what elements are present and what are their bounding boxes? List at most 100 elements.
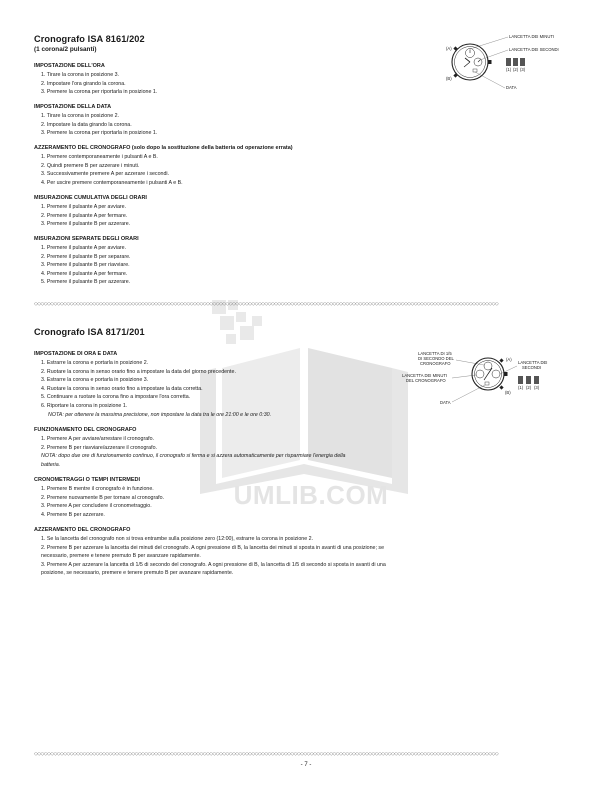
section-ora-data-8171: IMPOSTAZIONE DI ORA E DATA 1. Estrarre l… [34, 350, 414, 419]
section-heading: IMPOSTAZIONE DELLA DATA [34, 104, 112, 110]
section-divider: ◇◇◇◇◇◇◇◇◇◇◇◇◇◇◇◇◇◇◇◇◇◇◇◇◇◇◇◇◇◇◇◇◇◇◇◇◇◇◇◇… [34, 302, 499, 307]
section-heading: IMPOSTAZIONE DELL'ORA [34, 63, 105, 69]
label-seconds-1: LANCETTA DEI [518, 360, 547, 365]
minutes-subdial [465, 48, 475, 58]
section-heading: CRONOMETRAGGI O TEMPI INTERMEDI [34, 477, 141, 483]
section-heading: FUNZIONAMENTO DEL CRONOGRAFO [34, 427, 137, 433]
watch-dial-outline [454, 46, 486, 78]
list-item: 6. Riportare la corona in posizione 1. NO… [34, 402, 414, 419]
page-title-8171: Cronografo ISA 8171/201 [34, 327, 145, 337]
list-item: 5. Continuare a ruotare la corona fino a… [41, 394, 191, 401]
note-text: NOTA: dopo due ore di funzionamento cont… [41, 453, 346, 468]
label-seconds-2: SECONDI [522, 365, 541, 370]
pusher-b-icon [499, 385, 504, 390]
label-sec-cron-2: DI SECONDO DEL [418, 356, 455, 361]
section-ora-8161: IMPOSTAZIONE DELL'ORA 1. Tirare la coron… [34, 62, 454, 97]
list-item: 3. Premere la corona per riportarla in p… [41, 89, 158, 96]
label-a: (A) [446, 46, 452, 51]
pos-1-label: (1) [518, 385, 524, 390]
subdial-left [475, 369, 485, 379]
list-item: 5. Premere il pulsante B per azzerare. [41, 279, 131, 286]
crown-position-1 [506, 58, 511, 66]
section-divider: ◇◇◇◇◇◇◇◇◇◇◇◇◇◇◇◇◇◇◇◇◇◇◇◇◇◇◇◇◇◇◇◇◇◇◇◇◇◇◇◇… [34, 752, 499, 757]
crown-position-2 [513, 58, 518, 66]
list-item: 2. Premere il pulsante A per fermare. [41, 212, 128, 219]
list-item: 3. Premere la corona per riportarla in p… [41, 130, 158, 137]
label-b: (B) [505, 390, 511, 395]
list-item-text: 6. Riportare la corona in posizione 1. [41, 402, 128, 409]
subdial-right [491, 369, 501, 379]
list-item: 1. Estrarre la corona e portarla in posi… [41, 360, 149, 366]
list-item: 3. Estrarre la corona e portarla in posi… [41, 377, 149, 384]
list-item: 4. Ruotare la corona in senso orario fin… [41, 385, 203, 392]
date-window [484, 381, 490, 386]
list-item: 3. Premere il pulsante B per riavviare. [41, 262, 130, 269]
list-item: 4. Per uscire premere contemporaneamente… [41, 179, 183, 186]
date-window [472, 68, 478, 73]
crown-position-3 [520, 58, 525, 66]
section-funzionamento-8171: FUNZIONAMENTO DEL CRONOGRAFO 1. Premere … [34, 426, 364, 469]
subtitle-8161: (1 corona/2 pulsanti) [34, 46, 97, 53]
list-item-text: 2. Premere B per riavviare/azzerare il c… [41, 444, 157, 451]
label-date: DATA [440, 400, 451, 405]
label-b: (B) [446, 76, 452, 81]
section-cumulativa-8161: MISURAZIONE CUMULATIVA DEGLI ORARI 1. Pr… [34, 194, 454, 229]
subdial-top [483, 361, 493, 371]
list-item: 3. Premere il pulsante B per azzerare. [41, 221, 131, 228]
list-item: 2. Ruotare la corona in senso orario fin… [41, 368, 236, 375]
list-item: 2. Premere nuovamente B per tornare al c… [41, 494, 165, 501]
crown-position-2 [526, 376, 531, 384]
label-sec-cron-1: LANCETTA DI 1/5 [418, 351, 452, 356]
watch-dial-outline [474, 360, 502, 388]
watch-diagram-8171: (A) (B) LANCETTA DI 1/5 DI SECONDO DEL C… [402, 351, 547, 405]
section-heading: AZZERAMENTO DEL CRONOGRAFO [34, 527, 131, 533]
label-minutes-hand: LANCETTA DEI MINUTI [509, 34, 554, 39]
section-heading: MISURAZIONE CUMULATIVA DEGLI ORARI [34, 195, 147, 201]
list-item: 3. Successivamente premere A per azzerar… [41, 171, 170, 178]
section-data-8161: IMPOSTAZIONE DELLA DATA 1. Tirare la cor… [34, 103, 454, 138]
watch-diagram-8161: (A) (B) LANCETTA DEI MINUTI LANCETTA DEI… [446, 34, 559, 90]
pos-3-label: (3) [534, 385, 540, 390]
list-item: 1. Tirare la corona in posizione 2. [41, 113, 120, 119]
list-item: 1. Premere A per avviare/arrestare il cr… [41, 436, 155, 442]
section-separate-8161: MISURAZIONI SEPARATE DEGLI ORARI 1. Prem… [34, 235, 454, 287]
crown-position-3 [534, 376, 539, 384]
pusher-a-icon [499, 358, 504, 363]
section-heading: MISURAZIONI SEPARATE DEGLI ORARI [34, 236, 139, 242]
list-item: 1. Se la lancetta del cronografo non si … [41, 536, 314, 542]
label-seconds-hand: LANCETTA DEI SECONDI [509, 47, 559, 52]
label-date: DATA [506, 85, 517, 90]
section-azzeramento-8161: AZZERAMENTO DEL CRONOGRAFO (solo dopo la… [34, 144, 454, 187]
list-item: 1. Premere contemporaneamente i pulsanti… [41, 154, 158, 160]
pos-2-label: (2) [526, 385, 532, 390]
watermark-text: UMLIB.COM [233, 480, 389, 510]
list-item: 4. Premere B per azzerare. [41, 511, 105, 518]
section-heading: AZZERAMENTO DEL CRONOGRAFO (solo dopo la… [34, 145, 293, 151]
label-min-cron-1: LANCETTA DEI MINUTI [402, 373, 447, 378]
note-text: NOTA: per ottenere la massima precisione… [48, 411, 272, 418]
pos-1-label: (1) [506, 67, 512, 72]
pos-2-label: (2) [513, 67, 519, 72]
label-sec-cron-3: CRONOGRAFO [420, 361, 451, 366]
list-item: 4. Premere il pulsante A per fermare. [41, 270, 128, 277]
list-item: 2. Impostare la data girando la corona. [41, 121, 132, 128]
pos-3-label: (3) [520, 67, 526, 72]
list-item: 2. Premere B per riavviare/azzerare il c… [34, 444, 364, 470]
list-item: 3. Premere A per azzerare la lancetta di… [41, 561, 386, 577]
list-item: 3. Premere A per concludere il cronometr… [41, 503, 152, 510]
list-item: 1. Premere B mentre il cronografo è in f… [41, 486, 154, 492]
list-item: 2. Premere B per azzerare la lancetta de… [41, 544, 385, 560]
list-item: 1. Premere il pulsante A per avviare. [41, 204, 127, 210]
list-item: 1. Tirare la corona in posizione 3. [41, 72, 120, 78]
list-item: 1. Premere il pulsante A per avviare. [41, 245, 127, 251]
list-item: 2. Quindi premere B per azzerare i minut… [41, 162, 140, 169]
page-title-8161: Cronografo ISA 8161/202 [34, 34, 145, 44]
label-min-cron-2: DEL CRONOGRAFO [406, 378, 446, 383]
section-azzeramento-8171: AZZERAMENTO DEL CRONOGRAFO 1. Se la lanc… [34, 526, 394, 578]
crown-position-1 [518, 376, 523, 384]
page-number: - 7 - [300, 762, 312, 768]
label-a: (A) [506, 357, 512, 362]
list-item: 2. Impostare l'ora girando la corona. [41, 80, 126, 87]
section-cronometraggi-8171: CRONOMETRAGGI O TEMPI INTERMEDI 1. Preme… [34, 476, 454, 519]
